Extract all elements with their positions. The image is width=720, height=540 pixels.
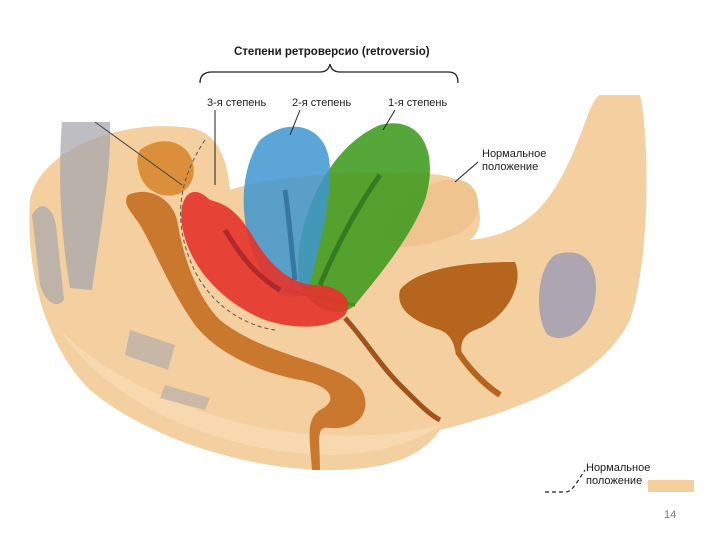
sigmoid-colon (137, 141, 194, 196)
label-degree1: 1-я степень (388, 97, 448, 109)
uterus-degree2-cavity (282, 189, 298, 281)
leader-degree2 (289, 109, 301, 136)
diagram-title: Степени ретроверсио (retroversio) (234, 46, 430, 58)
page-number: 14 (664, 509, 677, 521)
label-normal-bottom-line2: положение (586, 475, 643, 487)
leader-line-left (94, 121, 183, 186)
uterus-degree1-cavity (317, 173, 383, 286)
coccyx-bone (32, 206, 64, 305)
normal-legend-line (545, 469, 586, 493)
label-degree3: 3-я степень (207, 97, 267, 109)
label-normal-bottom-line1: Нормальное (586, 462, 651, 474)
label-normal-position-bottom: Нормальное положение (586, 462, 650, 488)
sacrum-bone (60, 122, 111, 290)
vagina-canal (343, 316, 442, 423)
rectum (126, 191, 366, 471)
degrees-bracket (199, 63, 459, 84)
label-normal-top-line1: Нормальное (482, 148, 547, 160)
lower-tissue-shading (60, 330, 440, 455)
lower-bone-segment (160, 385, 210, 410)
retroversion-outline (180, 139, 276, 331)
urethra (455, 350, 502, 398)
sacral-segment (125, 330, 175, 370)
label-normal-position-top: Нормальное положение (482, 148, 546, 174)
normal-legend-swatch (648, 480, 694, 492)
label-normal-top-line2: положение (482, 161, 539, 173)
leader-normal-top (454, 161, 479, 183)
uterus-degree3 (181, 191, 349, 327)
pubic-bone (538, 252, 596, 339)
leader-degree1 (382, 109, 396, 131)
uterus-degree3-cavity (222, 228, 282, 293)
bladder (399, 262, 518, 355)
label-degree2: 2-я степень (292, 97, 352, 109)
